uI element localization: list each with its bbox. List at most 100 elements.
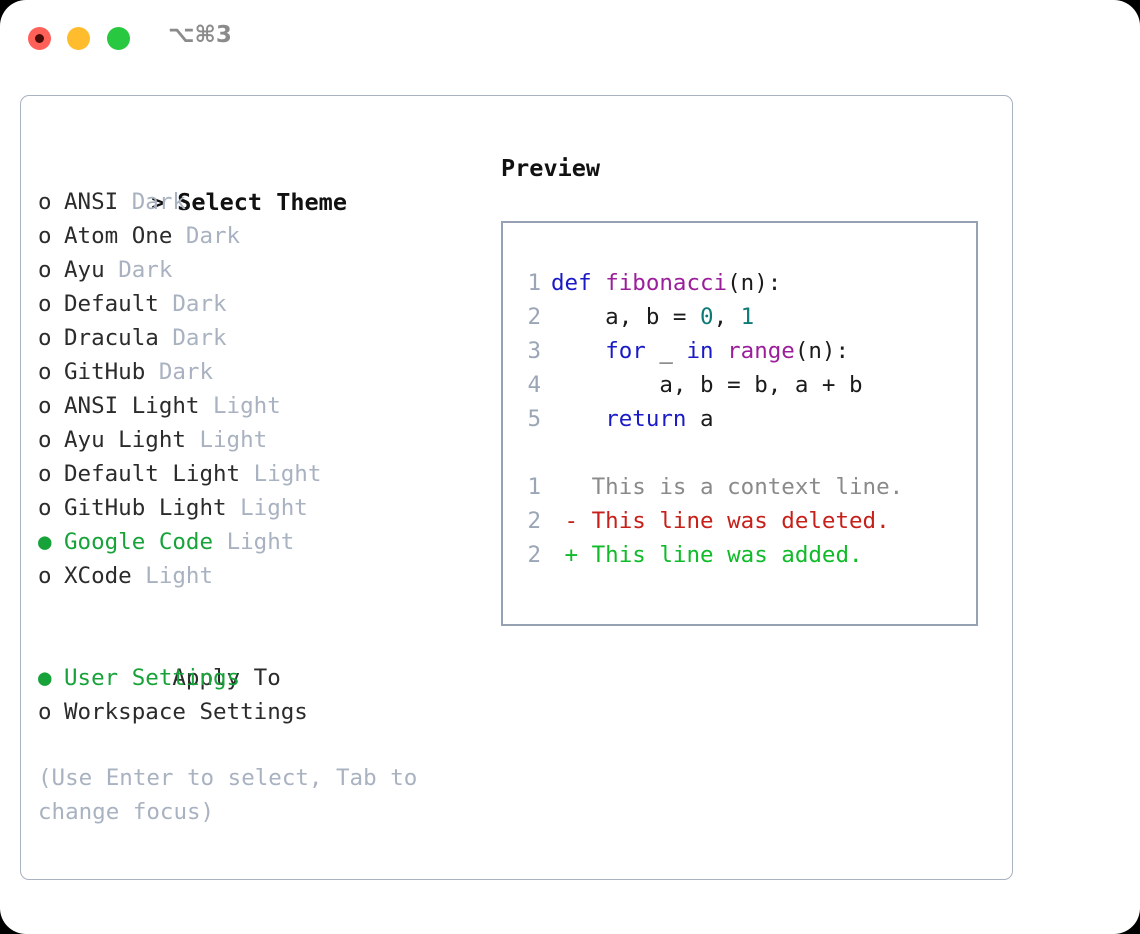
code-token-txt: a, b = — [551, 304, 701, 330]
theme-item-kind: Light — [213, 393, 281, 419]
apply-to-label-row: Apply To — [38, 627, 478, 691]
code-token-num: 0 — [700, 304, 714, 330]
apply-to-option-workspace-settings[interactable]: o Workspace Settings — [38, 695, 478, 729]
code-line: 2 a, b = 0, 1 — [503, 300, 976, 334]
code-token-kw: def — [551, 270, 606, 296]
code-token-del: - This line was deleted. — [551, 508, 890, 534]
theme-item-google-code[interactable]: ● Google Code Light — [38, 525, 478, 559]
code-line-number: 3 — [527, 338, 541, 364]
theme-item-ansi-light[interactable]: o ANSI Light Light — [38, 389, 478, 423]
code-line-number: 5 — [527, 406, 541, 432]
code-token-add: + This line was added. — [551, 542, 863, 568]
theme-item-name: Ayu — [64, 257, 105, 283]
theme-item-ansi[interactable]: o ANSI Dark — [38, 185, 478, 219]
code-token-txt: a, b = b, a + b — [551, 372, 863, 398]
code-token-num: 1 — [740, 304, 755, 330]
preview-title: Preview — [501, 154, 601, 182]
apply-to-option-user-settings[interactable]: ● User Settings — [38, 661, 478, 695]
code-blank-line — [503, 436, 976, 470]
theme-item-kind: Dark — [172, 291, 227, 317]
radio-unselected-icon: o — [38, 563, 52, 589]
radio-unselected-icon: o — [38, 359, 52, 385]
theme-item-kind: Light — [226, 529, 295, 555]
radio-unselected-icon: o — [38, 495, 52, 521]
theme-item-name: Dracula — [64, 325, 159, 351]
code-token-txt: (n): — [727, 270, 782, 296]
radio-unselected-icon: o — [38, 189, 52, 215]
theme-item-kind: Dark — [172, 325, 227, 351]
apply-to-label: Apply To — [172, 665, 281, 691]
theme-item-name: Default — [64, 291, 159, 317]
code-line-number: 4 — [527, 372, 541, 398]
theme-item-name: ANSI Light — [64, 393, 200, 419]
theme-item-name: Ayu Light — [64, 427, 186, 453]
theme-item-default[interactable]: o Default Dark — [38, 287, 478, 321]
theme-picker-header: > Select Theme — [38, 151, 478, 216]
theme-item-name: ANSI — [64, 189, 119, 215]
theme-item-github[interactable]: o GitHub Dark — [38, 355, 478, 389]
theme-item-kind: Light — [145, 563, 214, 589]
close-icon — [35, 34, 44, 43]
theme-item-name: Default Light — [64, 461, 241, 487]
theme-item-name: Atom One — [64, 223, 173, 249]
minimize-window-button[interactable] — [67, 27, 90, 50]
theme-item-github-light[interactable]: o GitHub Light Light — [38, 491, 478, 525]
radio-selected-icon: ● — [38, 529, 52, 555]
theme-item-kind: Dark — [185, 223, 241, 249]
code-token-txt — [551, 338, 605, 364]
radio-unselected-icon: o — [38, 393, 52, 419]
code-token-kw: in — [686, 338, 714, 364]
theme-item-name: XCode — [64, 563, 132, 589]
theme-item-atom-one[interactable]: o Atom One Dark — [38, 219, 478, 253]
prompt-caret-icon: > — [151, 190, 165, 216]
theme-item-name: GitHub — [64, 359, 146, 385]
theme-item-name: GitHub Light — [64, 495, 227, 521]
apply-to-option-label: User Settings — [64, 665, 241, 691]
code-line-number: 2 — [527, 542, 541, 568]
radio-unselected-icon: o — [38, 427, 52, 453]
code-token-txt: (n): — [794, 338, 850, 364]
code-token-ctx: This is a context line. — [551, 474, 904, 500]
code-token-kw: return — [605, 406, 687, 432]
theme-item-kind: Light — [199, 427, 268, 453]
code-token-txt — [551, 406, 605, 432]
radio-unselected-icon: o — [38, 325, 52, 351]
theme-item-kind: Dark — [131, 189, 186, 215]
code-line: 4 a, b = b, a + b — [503, 368, 976, 402]
theme-item-xcode[interactable]: o XCode Light — [38, 559, 478, 593]
radio-unselected-icon: o — [38, 699, 52, 725]
code-line: 2 - This line was deleted. — [503, 504, 976, 538]
radio-unselected-icon: o — [38, 461, 52, 487]
radio-unselected-icon: o — [38, 223, 52, 249]
code-line: 5 return a — [503, 402, 976, 436]
theme-item-ayu-light[interactable]: o Ayu Light Light — [38, 423, 478, 457]
theme-item-kind: Light — [240, 495, 308, 521]
theme-item-name: Google Code — [64, 529, 214, 555]
code-line: 2 + This line was added. — [503, 538, 976, 572]
code-token-txt: a — [686, 406, 714, 432]
theme-item-kind: Dark — [158, 359, 214, 385]
radio-selected-icon: ● — [38, 665, 52, 691]
title-bar: ⌥⌘3 — [0, 0, 1140, 78]
theme-item-dracula[interactable]: o Dracula Dark — [38, 321, 478, 355]
radio-unselected-icon: o — [38, 257, 52, 283]
code-line-number: 2 — [527, 508, 541, 534]
theme-item-kind: Dark — [118, 257, 173, 283]
apply-to-option-label: Workspace Settings — [64, 699, 308, 725]
code-token-kw: for — [605, 338, 646, 364]
theme-picker-title: Select Theme — [177, 188, 347, 216]
apply-to-list: ● User Settings o Workspace Settings — [38, 661, 478, 729]
radio-unselected-icon: o — [38, 291, 52, 317]
theme-item-ayu[interactable]: o Ayu Dark — [38, 253, 478, 287]
code-token-fn: fibonacci — [605, 270, 728, 296]
maximize-window-button[interactable] — [107, 27, 130, 50]
code-token-txt — [714, 338, 728, 364]
